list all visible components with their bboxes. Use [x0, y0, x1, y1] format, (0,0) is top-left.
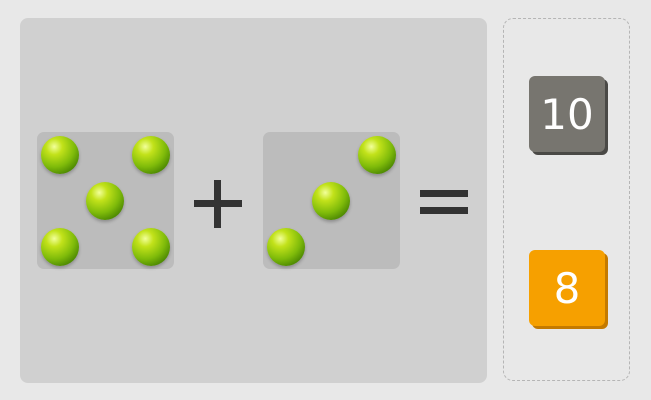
ball-icon	[41, 228, 79, 266]
plus-icon	[190, 168, 246, 234]
answer-panel	[503, 18, 630, 381]
ball-icon	[86, 182, 124, 220]
ball-icon	[358, 136, 396, 174]
answer-tile-10[interactable]: 10	[529, 76, 605, 152]
ball-icon	[132, 136, 170, 174]
answer-tile-8[interactable]: 8	[529, 250, 605, 326]
ball-icon	[312, 182, 350, 220]
equals-icon	[420, 185, 468, 219]
ball-icon	[267, 228, 305, 266]
domino-right	[263, 132, 400, 269]
ball-icon	[41, 136, 79, 174]
domino-left	[37, 132, 174, 269]
ball-icon	[132, 228, 170, 266]
